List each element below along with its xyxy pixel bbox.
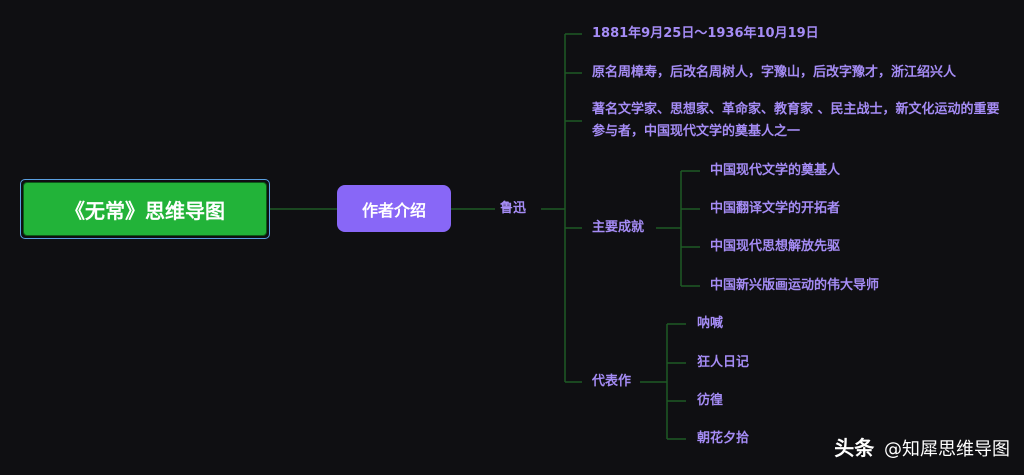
watermark-brand: 头条: [834, 436, 875, 460]
work-item[interactable]: 呐喊: [697, 316, 724, 331]
achievements-node[interactable]: 主要成就: [592, 220, 645, 235]
watermark: 头条 @知犀思维导图: [834, 432, 1010, 461]
name-node[interactable]: 鲁迅: [500, 201, 527, 216]
achievement-item[interactable]: 中国新兴版画运动的伟大导师: [710, 278, 880, 293]
works-node[interactable]: 代表作: [592, 374, 632, 389]
author-topic-node[interactable]: 作者介绍: [337, 185, 451, 232]
achievement-item[interactable]: 中国翻译文学的开拓者: [710, 201, 841, 216]
achievement-item[interactable]: 中国现代思想解放先驱: [710, 239, 841, 254]
work-item[interactable]: 狂人日记: [697, 355, 750, 370]
root-node[interactable]: 《无常》思维导图: [23, 182, 267, 236]
work-item[interactable]: 彷徨: [697, 393, 724, 408]
identity-node[interactable]: 著名文学家、思想家、革命家、教育家 、民主战士，新文化运动的重要参与者，中国现代…: [592, 102, 1000, 139]
dates-node[interactable]: 1881年9月25日～1936年10月19日: [592, 26, 819, 41]
watermark-handle: @知犀思维导图: [884, 439, 1010, 460]
achievement-item[interactable]: 中国现代文学的奠基人: [710, 163, 841, 178]
work-item[interactable]: 朝花夕拾: [697, 431, 750, 446]
root-node-frame[interactable]: 《无常》思维导图: [20, 179, 270, 239]
names-node[interactable]: 原名周樟寿，后改名周树人，字豫山，后改字豫才，浙江绍兴人: [592, 65, 957, 80]
